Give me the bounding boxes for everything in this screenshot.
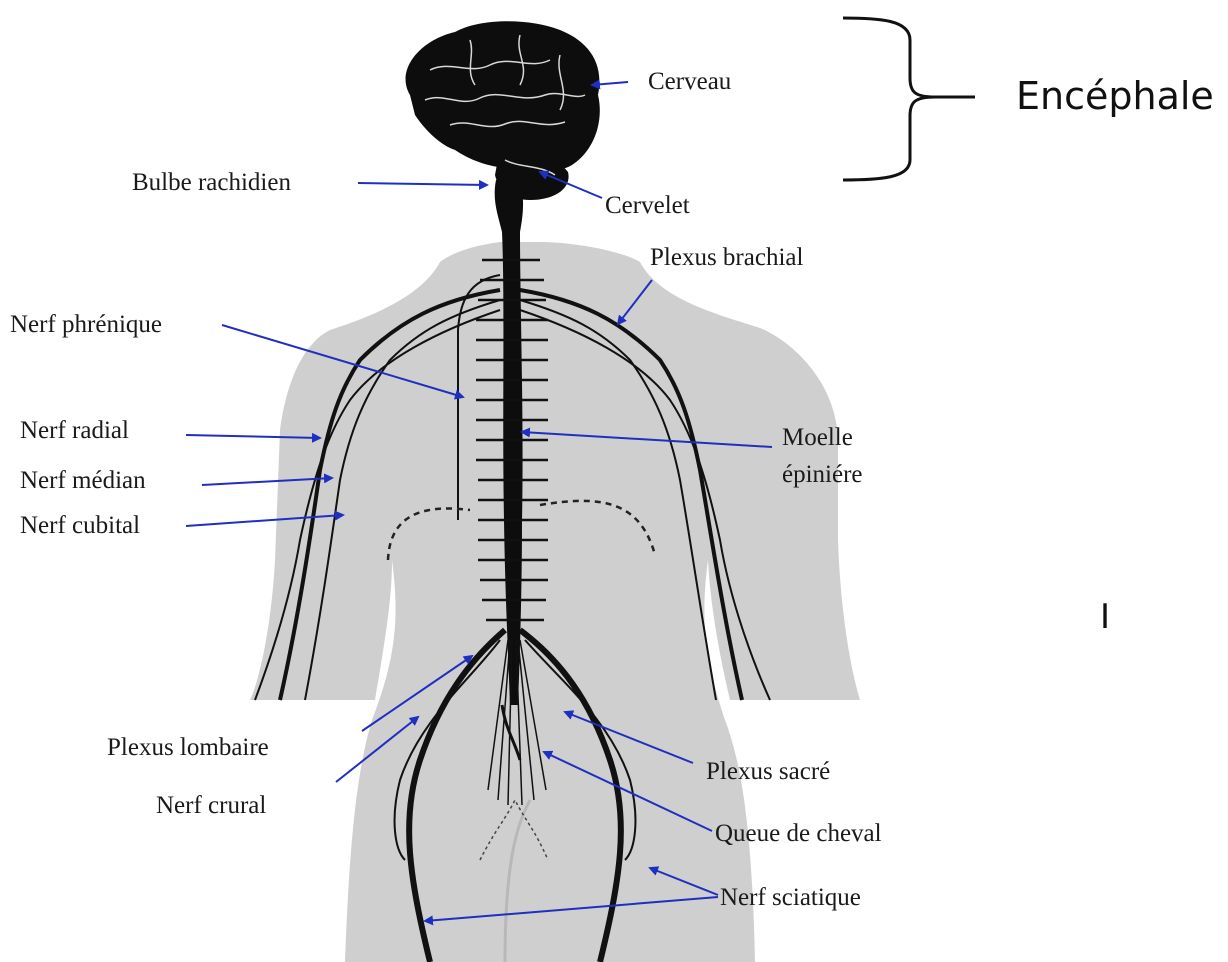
label-plexus-sacre: Plexus sacré [706, 759, 830, 784]
label-plexus-lombaire: Plexus lombaire [107, 735, 269, 760]
label-cervelet: Cervelet [605, 193, 690, 218]
label-nerf-radial: Nerf radial [20, 418, 129, 443]
label-nerf-phrenique: Nerf phrénique [10, 312, 162, 337]
label-nerf-sciatique: Nerf sciatique [720, 885, 861, 910]
label-moelle: Moelle [782, 425, 853, 450]
label-epiniere: épiniére [782, 462, 863, 487]
label-nerf-median: Nerf médian [20, 468, 146, 493]
body-silhouette [250, 242, 860, 962]
label-encephale: Encéphale [1016, 77, 1214, 115]
label-bulbe-rachidien: Bulbe rachidien [132, 170, 291, 195]
label-cerveau: Cerveau [648, 69, 731, 94]
label-nerf-cubital: Nerf cubital [20, 513, 140, 538]
label-nerf-crural: Nerf crural [156, 793, 266, 818]
encephale-brace [843, 18, 975, 180]
label-plexus-brachial: Plexus brachial [650, 245, 803, 270]
label-stray-mark: I [1100, 600, 1110, 634]
label-queue-de-cheval: Queue de cheval [715, 821, 882, 846]
